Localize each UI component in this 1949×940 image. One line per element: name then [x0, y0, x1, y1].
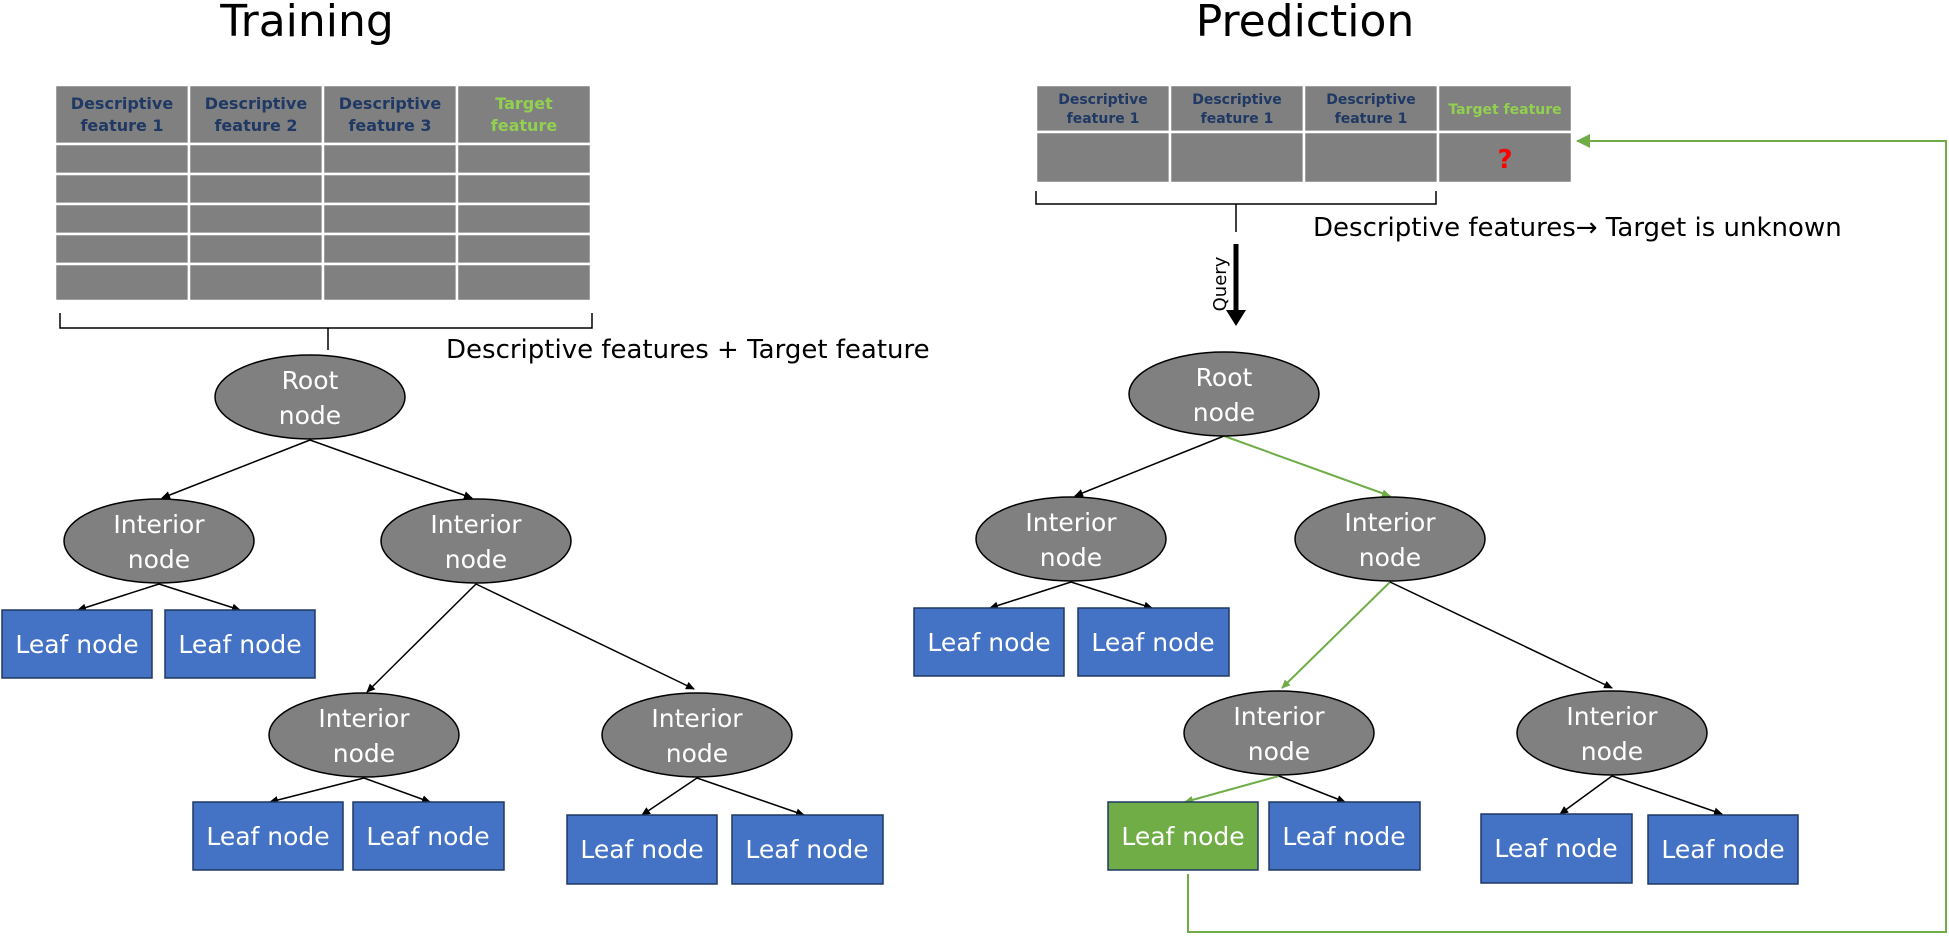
training-header-1-line1: Descriptive — [71, 94, 174, 113]
training-leaf-node: Leaf node — [1, 609, 153, 679]
prediction-header-cell-2 — [1168, 83, 1306, 134]
prediction-target-cell — [1436, 130, 1574, 185]
prediction-data-cell — [1168, 130, 1306, 185]
prediction-brace — [1035, 191, 1437, 232]
training-header-4-line1: Target — [495, 94, 553, 113]
training-header-3-line2: feature 3 — [348, 116, 431, 135]
training-leaf-node: Leaf node — [352, 801, 505, 871]
prediction-header-3-line2: feature 1 — [1335, 111, 1408, 127]
svg-text:Leaf node: Leaf node — [15, 630, 138, 659]
svg-text:Leaf node: Leaf node — [1091, 628, 1214, 657]
training-root-node: Root node — [214, 354, 406, 440]
training-edges — [77, 439, 805, 817]
prediction-table: Descriptive feature 1 Descriptive featur… — [1034, 83, 1574, 185]
svg-text:Leaf node: Leaf node — [1282, 822, 1405, 851]
training-panel: Training Descriptive feature 1 Descripti… — [1, 0, 930, 885]
prediction-header-1-line1: Descriptive — [1058, 92, 1148, 108]
prediction-header-2-line1: Descriptive — [1192, 92, 1282, 108]
prediction-leaf-node: Leaf node — [913, 607, 1065, 677]
svg-text:Interior: Interior — [1566, 702, 1658, 731]
prediction-leaf-node: Leaf node — [1647, 814, 1799, 885]
svg-text:Root: Root — [1196, 363, 1253, 392]
svg-text:node: node — [1040, 543, 1102, 572]
training-leaf-node: Leaf node — [566, 814, 718, 885]
svg-text:Leaf node: Leaf node — [1661, 835, 1784, 864]
svg-text:node: node — [445, 545, 507, 574]
prediction-leaf-node: Leaf node — [1077, 607, 1230, 677]
training-header-2-line2: feature 2 — [214, 116, 297, 135]
svg-text:Interior: Interior — [1025, 508, 1117, 537]
svg-text:node: node — [279, 401, 341, 430]
svg-text:Leaf node: Leaf node — [366, 822, 489, 851]
svg-text:node: node — [333, 739, 395, 768]
svg-text:Interior: Interior — [651, 704, 743, 733]
prediction-interior-node: Interior node — [1183, 690, 1375, 776]
training-title: Training — [219, 0, 394, 47]
training-caption: Descriptive features + Target feature — [446, 335, 930, 365]
svg-text:node: node — [1248, 737, 1310, 766]
prediction-root-node: Root node — [1128, 351, 1320, 437]
svg-text:Leaf node: Leaf node — [206, 822, 329, 851]
prediction-leaf-node: Leaf node — [1480, 813, 1633, 884]
svg-text:Leaf node: Leaf node — [1494, 834, 1617, 863]
prediction-leaf-node: Leaf node — [1268, 801, 1421, 871]
query-label: Query — [1210, 256, 1231, 311]
svg-text:node: node — [128, 545, 190, 574]
training-table: Descriptive feature 1 Descriptive featur… — [53, 83, 593, 303]
training-interior-node: Interior node — [268, 692, 460, 778]
training-header-4-line2: feature — [491, 116, 558, 135]
prediction-data-cell — [1302, 130, 1440, 185]
svg-text:node: node — [1359, 543, 1421, 572]
training-header-1-line2: feature 1 — [80, 116, 163, 135]
svg-text:Leaf node: Leaf node — [178, 630, 301, 659]
svg-text:Root: Root — [282, 366, 339, 395]
prediction-interior-node: Interior node — [1294, 496, 1486, 582]
svg-text:Leaf node: Leaf node — [927, 628, 1050, 657]
prediction-panel: Prediction Descriptive feature 1 Descrip… — [913, 0, 1947, 933]
svg-text:Leaf node: Leaf node — [1121, 822, 1244, 851]
training-brace — [59, 313, 593, 350]
prediction-edges — [989, 435, 1723, 816]
svg-text:Interior: Interior — [318, 704, 410, 733]
prediction-header-1-line2: feature 1 — [1067, 111, 1140, 127]
svg-text:node: node — [1581, 737, 1643, 766]
training-header-cell-1 — [53, 83, 191, 146]
prediction-header-cell-3 — [1302, 83, 1440, 134]
svg-text:Interior: Interior — [1344, 508, 1436, 537]
query-arrow: Query — [1210, 244, 1246, 326]
training-data-rows — [53, 142, 593, 303]
training-leaf-node: Leaf node — [731, 814, 884, 885]
svg-text:Interior: Interior — [1233, 702, 1325, 731]
training-header-3-line1: Descriptive — [339, 94, 442, 113]
prediction-header-2-line2: feature 1 — [1201, 111, 1274, 127]
prediction-interior-node: Interior node — [1516, 690, 1708, 776]
training-interior-node: Interior node — [63, 498, 255, 584]
svg-text:Interior: Interior — [430, 510, 522, 539]
svg-text:Leaf node: Leaf node — [580, 835, 703, 864]
svg-text:node: node — [666, 739, 728, 768]
prediction-caption: Descriptive features→ Target is unknown — [1313, 213, 1842, 243]
training-header-cell-2 — [187, 83, 325, 146]
training-leaf-node: Leaf node — [192, 801, 344, 871]
svg-text:Interior: Interior — [113, 510, 205, 539]
training-leaf-node: Leaf node — [164, 609, 316, 679]
predicted-leaf-node: Leaf node — [1107, 801, 1259, 871]
svg-text:Leaf node: Leaf node — [745, 835, 868, 864]
training-header-cell-4 — [455, 83, 593, 146]
unknown-target-mark: ? — [1497, 145, 1512, 175]
prediction-header-3-line1: Descriptive — [1326, 92, 1416, 108]
svg-text:node: node — [1193, 398, 1255, 427]
training-interior-node: Interior node — [380, 498, 572, 584]
prediction-header-4: Target feature — [1448, 102, 1561, 118]
prediction-data-cell — [1034, 130, 1172, 185]
prediction-feedback-path — [1187, 134, 1947, 933]
training-header-2-line1: Descriptive — [205, 94, 308, 113]
prediction-interior-node: Interior node — [975, 496, 1167, 582]
prediction-title: Prediction — [1196, 0, 1415, 47]
training-interior-node: Interior node — [601, 692, 793, 778]
